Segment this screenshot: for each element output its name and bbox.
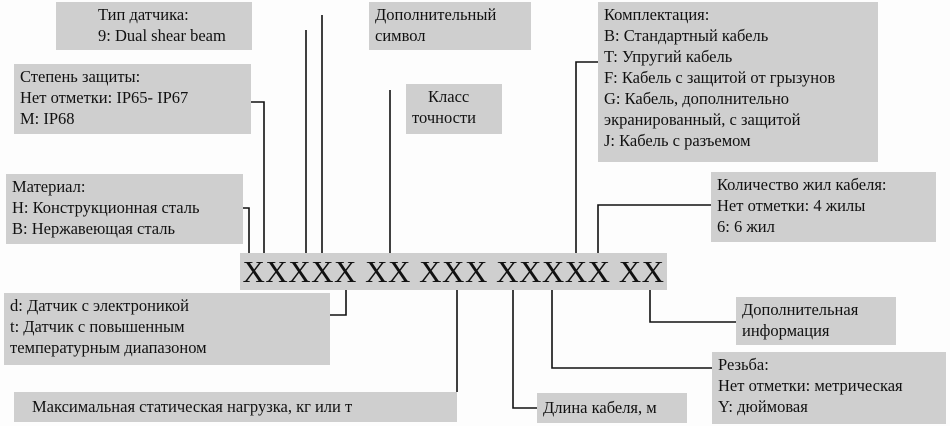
protection-title: Степень защиты: [20, 67, 141, 86]
completeness-line: G: Кабель, дополнительно [604, 89, 790, 108]
protection-line: M: IP68 [20, 109, 75, 128]
max-load-box: Максимальная статическая нагрузка, кг ил… [14, 392, 457, 422]
additional-info-box: Дополнительная информация [736, 297, 896, 345]
completeness-line: экранированный, с защитой [604, 110, 801, 129]
accuracy-class-line: точности [412, 108, 476, 127]
additional-info-line: Дополнительная [742, 300, 859, 319]
extra-symbol-line: Дополнительный [375, 5, 497, 24]
extra-symbol-box: Дополнительный символ [369, 2, 531, 50]
cable-cores-line: 6: 6 жил [717, 217, 775, 236]
additional-info-line: информация [742, 321, 830, 340]
completeness-line: F: Кабель с защитой от грызунов [604, 68, 836, 87]
thread-line: Нет отметки: метрическая [718, 376, 903, 395]
cable-cores-box: Количество жил кабеля: Нет отметки: 4 жи… [711, 172, 936, 242]
thread-box: Резьба: Нет отметки: метрическая Y: дюйм… [712, 352, 946, 424]
max-load-line: Максимальная статическая нагрузка, кг ил… [32, 397, 353, 416]
electronics-line: t: Датчик с повышенным [10, 317, 185, 336]
electronics-line: d: Датчик с электроникой [10, 296, 190, 315]
protection-line: Нет отметки: IP65- IP67 [20, 88, 189, 107]
electronics-line: температурным диапазоном [10, 338, 207, 357]
sensor-type-title: Тип датчика: [98, 5, 189, 24]
material-line: B: Нержавеющая сталь [12, 219, 175, 238]
material-line: H: Конструкционная сталь [12, 198, 200, 217]
sensor-type-box: Тип датчика: 9: Dual shear beam [56, 2, 252, 50]
cable-cores-line: Нет отметки: 4 жилы [717, 196, 866, 215]
material-box: Материал: H: Конструкционная сталь B: Не… [6, 174, 243, 244]
sensor-type-line: 9: Dual shear beam [98, 26, 226, 45]
completeness-title: Комплектация: [604, 5, 710, 24]
model-code: XXXXX XX XXX XXXXX XX [240, 253, 667, 290]
completeness-line: T: Упругий кабель [604, 47, 733, 66]
cable-length-box: Длина кабеля, м [537, 393, 687, 423]
material-title: Материал: [12, 177, 86, 196]
accuracy-class-box: Класс точности [406, 84, 502, 134]
thread-title: Резьба: [718, 355, 769, 374]
protection-box: Степень защиты: Нет отметки: IP65- IP67 … [14, 64, 251, 134]
completeness-box: Комплектация: B: Стандартный кабель T: У… [598, 2, 878, 162]
accuracy-class-line: Класс [428, 87, 470, 106]
electronics-box: d: Датчик с электроникой t: Датчик с пов… [4, 293, 330, 365]
thread-line: Y: дюймовая [718, 397, 808, 416]
cable-length-line: Длина кабеля, м [543, 398, 657, 417]
extra-symbol-line: символ [375, 26, 426, 45]
completeness-line: J: Кабель с разъемом [604, 131, 751, 150]
completeness-line: B: Стандартный кабель [604, 26, 769, 45]
cable-cores-title: Количество жил кабеля: [717, 175, 887, 194]
